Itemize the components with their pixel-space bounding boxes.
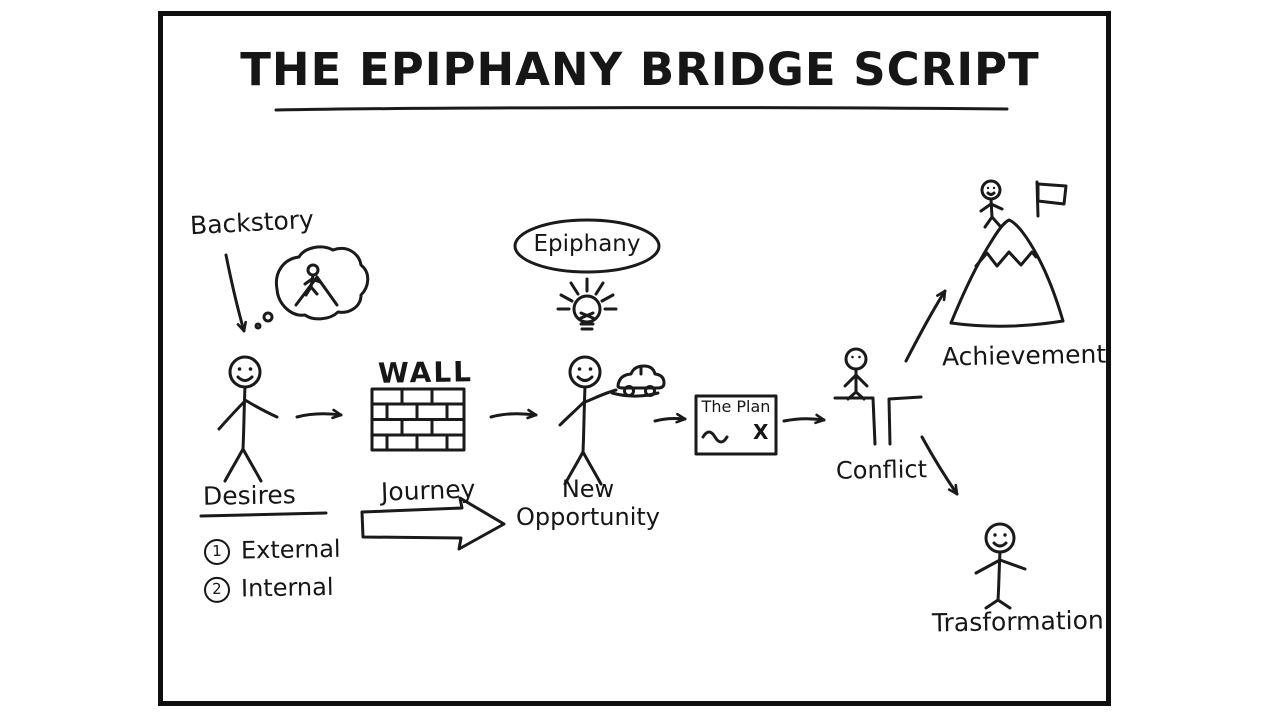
desire-external-label: External (240, 534, 341, 565)
circled-number-2: 2 (203, 576, 231, 603)
plan-box (694, 394, 778, 456)
journey-arrow (360, 496, 506, 551)
desires-label: Desires (202, 480, 296, 511)
journey-label: Journey (380, 474, 476, 507)
arrow-to-conflict (782, 413, 826, 425)
arrow-to-plan (653, 412, 687, 424)
conflict-gap (833, 395, 923, 446)
transformation-label: Trasformation (931, 605, 1104, 638)
new-opportunity-label: New Opportunity (505, 475, 671, 531)
circled-number-1: 1 (203, 538, 231, 565)
thought-bubble-figure (303, 263, 322, 297)
new-opportunity-line2: Opportunity (515, 502, 661, 531)
title-underline (274, 106, 1009, 112)
wall-label: WALL (377, 355, 474, 390)
backstory-arrow (224, 253, 247, 333)
thought-bubble (254, 245, 370, 330)
whiteboard-frame (158, 11, 1111, 706)
arrow-to-wall (295, 408, 343, 420)
new-opportunity-line1: New (561, 475, 615, 503)
desire-item-external: 1 External (203, 534, 341, 566)
plan-squiggle (701, 430, 729, 444)
stick-figure-new-opportunity (558, 355, 660, 486)
stick-figure-transformation (974, 522, 1027, 610)
stick-figure-backstory (217, 355, 279, 483)
plan-x-mark: X (753, 420, 769, 444)
stick-figure-conflict (843, 347, 869, 401)
achievement-arrow (904, 289, 947, 363)
page-title: THE EPIPHANY BRIDGE SCRIPT (240, 43, 1040, 96)
desire-item-internal: 2 Internal (203, 572, 334, 604)
transformation-arrow (920, 435, 959, 496)
flag-icon (1035, 180, 1068, 218)
lightbulb-icon (556, 277, 618, 331)
thought-bubble-mountain (294, 275, 339, 307)
epiphany-label: Epiphany (533, 231, 641, 257)
arrow-to-new-opportunity (489, 408, 538, 420)
conflict-label: Conflict (835, 455, 928, 485)
brick-wall (370, 387, 466, 452)
car-drawing (616, 364, 666, 397)
desire-internal-label: Internal (240, 572, 334, 603)
achievement-label: Achievement (941, 339, 1107, 372)
stick-figure-achievement (979, 179, 1004, 229)
epiphany-bubble (513, 218, 661, 274)
desires-underline (199, 511, 328, 518)
mountain-drawing (949, 218, 1065, 328)
plan-title: The Plan (701, 397, 771, 416)
